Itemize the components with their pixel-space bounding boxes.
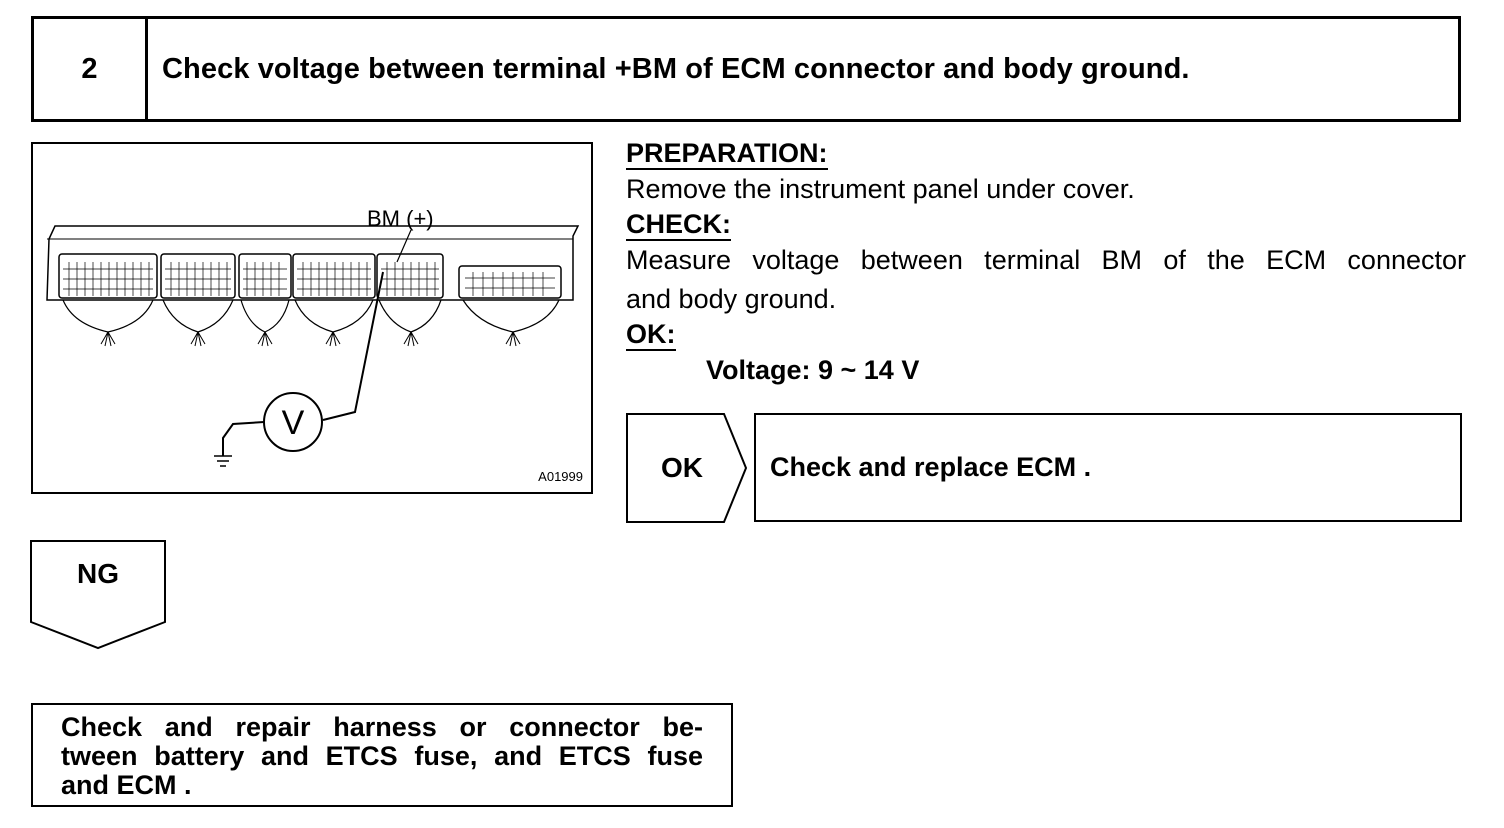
ok-action-box: Check and replace ECM . xyxy=(754,413,1462,522)
preparation-heading: PREPARATION: xyxy=(626,138,828,170)
ng-arrow-icon xyxy=(30,540,166,650)
ng-branch-label: NG xyxy=(77,558,119,589)
step-header: 2 Check voltage between terminal +BM of … xyxy=(31,16,1461,122)
instructions: PREPARATION: Remove the instrument panel… xyxy=(626,138,1466,390)
ground-icon xyxy=(214,455,232,467)
ok-branch-label: OK xyxy=(661,452,703,483)
figure-id: A01999 xyxy=(538,469,583,484)
check-text-line2: and body ground. xyxy=(626,284,837,314)
step-number: 2 xyxy=(34,19,148,119)
ng-action-box: Check and repair harness or connector be… xyxy=(31,703,733,807)
ok-arrow-icon xyxy=(626,413,748,523)
check-text-line1: Measure voltage between terminal BM of t… xyxy=(626,245,1466,275)
check-heading: CHECK: xyxy=(626,209,731,241)
ng-action-line1: Check and repair harness or connector be… xyxy=(61,712,703,742)
ng-action-line2: tween battery and ETCS fuse, and ETCS fu… xyxy=(61,741,703,771)
ecm-connector-figure: V BM (+) A01999 xyxy=(31,142,593,494)
ecm-connector-diagram: V xyxy=(46,225,580,467)
voltmeter-symbol: V xyxy=(282,404,305,442)
terminal-label: BM (+) xyxy=(367,206,434,231)
step-title: Check voltage between terminal +BM of EC… xyxy=(162,52,1190,85)
ok-specification: Voltage: 9 ~ 14 V xyxy=(706,355,920,385)
connector-blocks xyxy=(58,253,562,299)
ng-action-line3: and ECM . xyxy=(61,770,192,800)
preparation-text: Remove the instrument panel under cover. xyxy=(626,174,1135,204)
ok-heading: OK: xyxy=(626,319,676,351)
